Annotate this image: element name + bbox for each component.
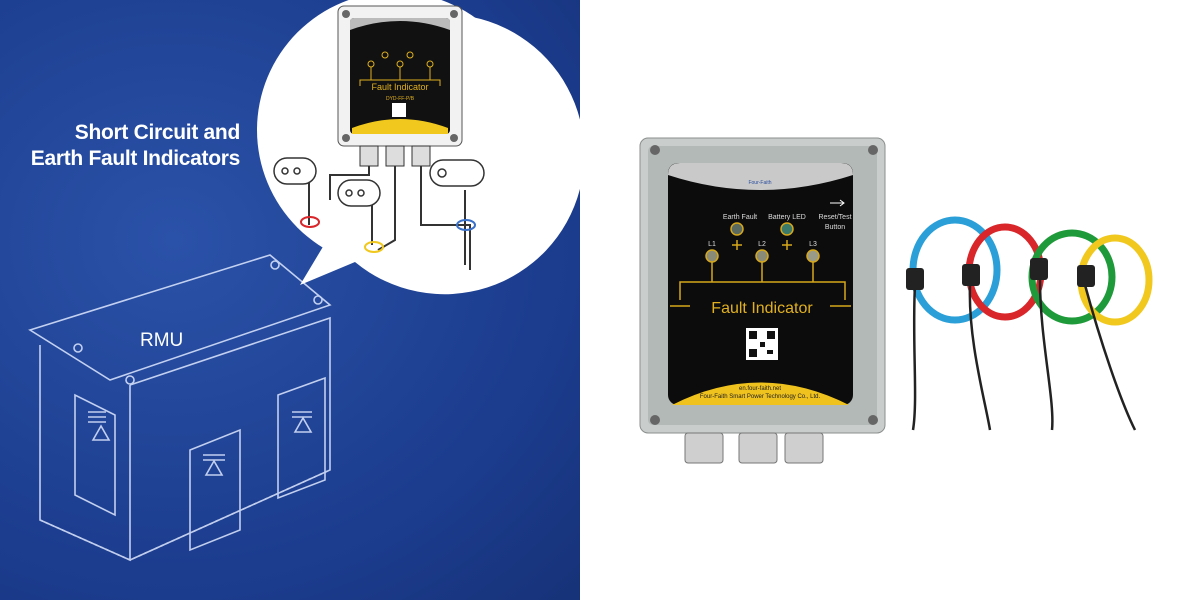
battery-led-label: Battery LED — [768, 214, 806, 221]
rmu-illustration: Fault Indicator DYD-FF-P/B — [28, 0, 580, 562]
reset-label: Reset/Test — [818, 214, 851, 221]
red-coil — [965, 223, 1045, 321]
company-text: Four-Faith Smart Power Technology Co., L… — [700, 394, 821, 400]
green-coil — [1028, 229, 1116, 325]
brand-logo: Four-Faith — [748, 180, 771, 186]
website-text: en.four-faith.net — [739, 386, 781, 392]
bubble-device: Fault Indicator DYD-FF-P/B — [337, 5, 463, 147]
l1-label: L1 — [708, 241, 716, 248]
rogowski-coils — [909, 216, 1153, 326]
fault-indicator-title: Fault Indicator — [711, 300, 813, 317]
headline: Short Circuit and Earth Fault Indicators — [0, 120, 241, 172]
svg-text:DYD-FF-P/B: DYD-FF-P/B — [386, 96, 415, 102]
headline-line1: Short Circuit and — [74, 121, 241, 144]
svg-text:Fault Indicator: Fault Indicator — [371, 82, 428, 92]
l2-label: L2 — [758, 241, 766, 248]
earth-fault-label: Earth Fault — [723, 214, 757, 221]
headline-line2: Earth Fault Indicators — [30, 147, 241, 170]
rmu-label: RMU — [140, 330, 184, 351]
button-label: Button — [825, 224, 845, 231]
blue-coil — [909, 216, 1001, 324]
yellow-coil — [1077, 234, 1153, 326]
l3-label: L3 — [809, 241, 817, 248]
illustration-panel: Fault Indicator DYD-FF-P/B Short Circuit… — [0, 0, 580, 600]
